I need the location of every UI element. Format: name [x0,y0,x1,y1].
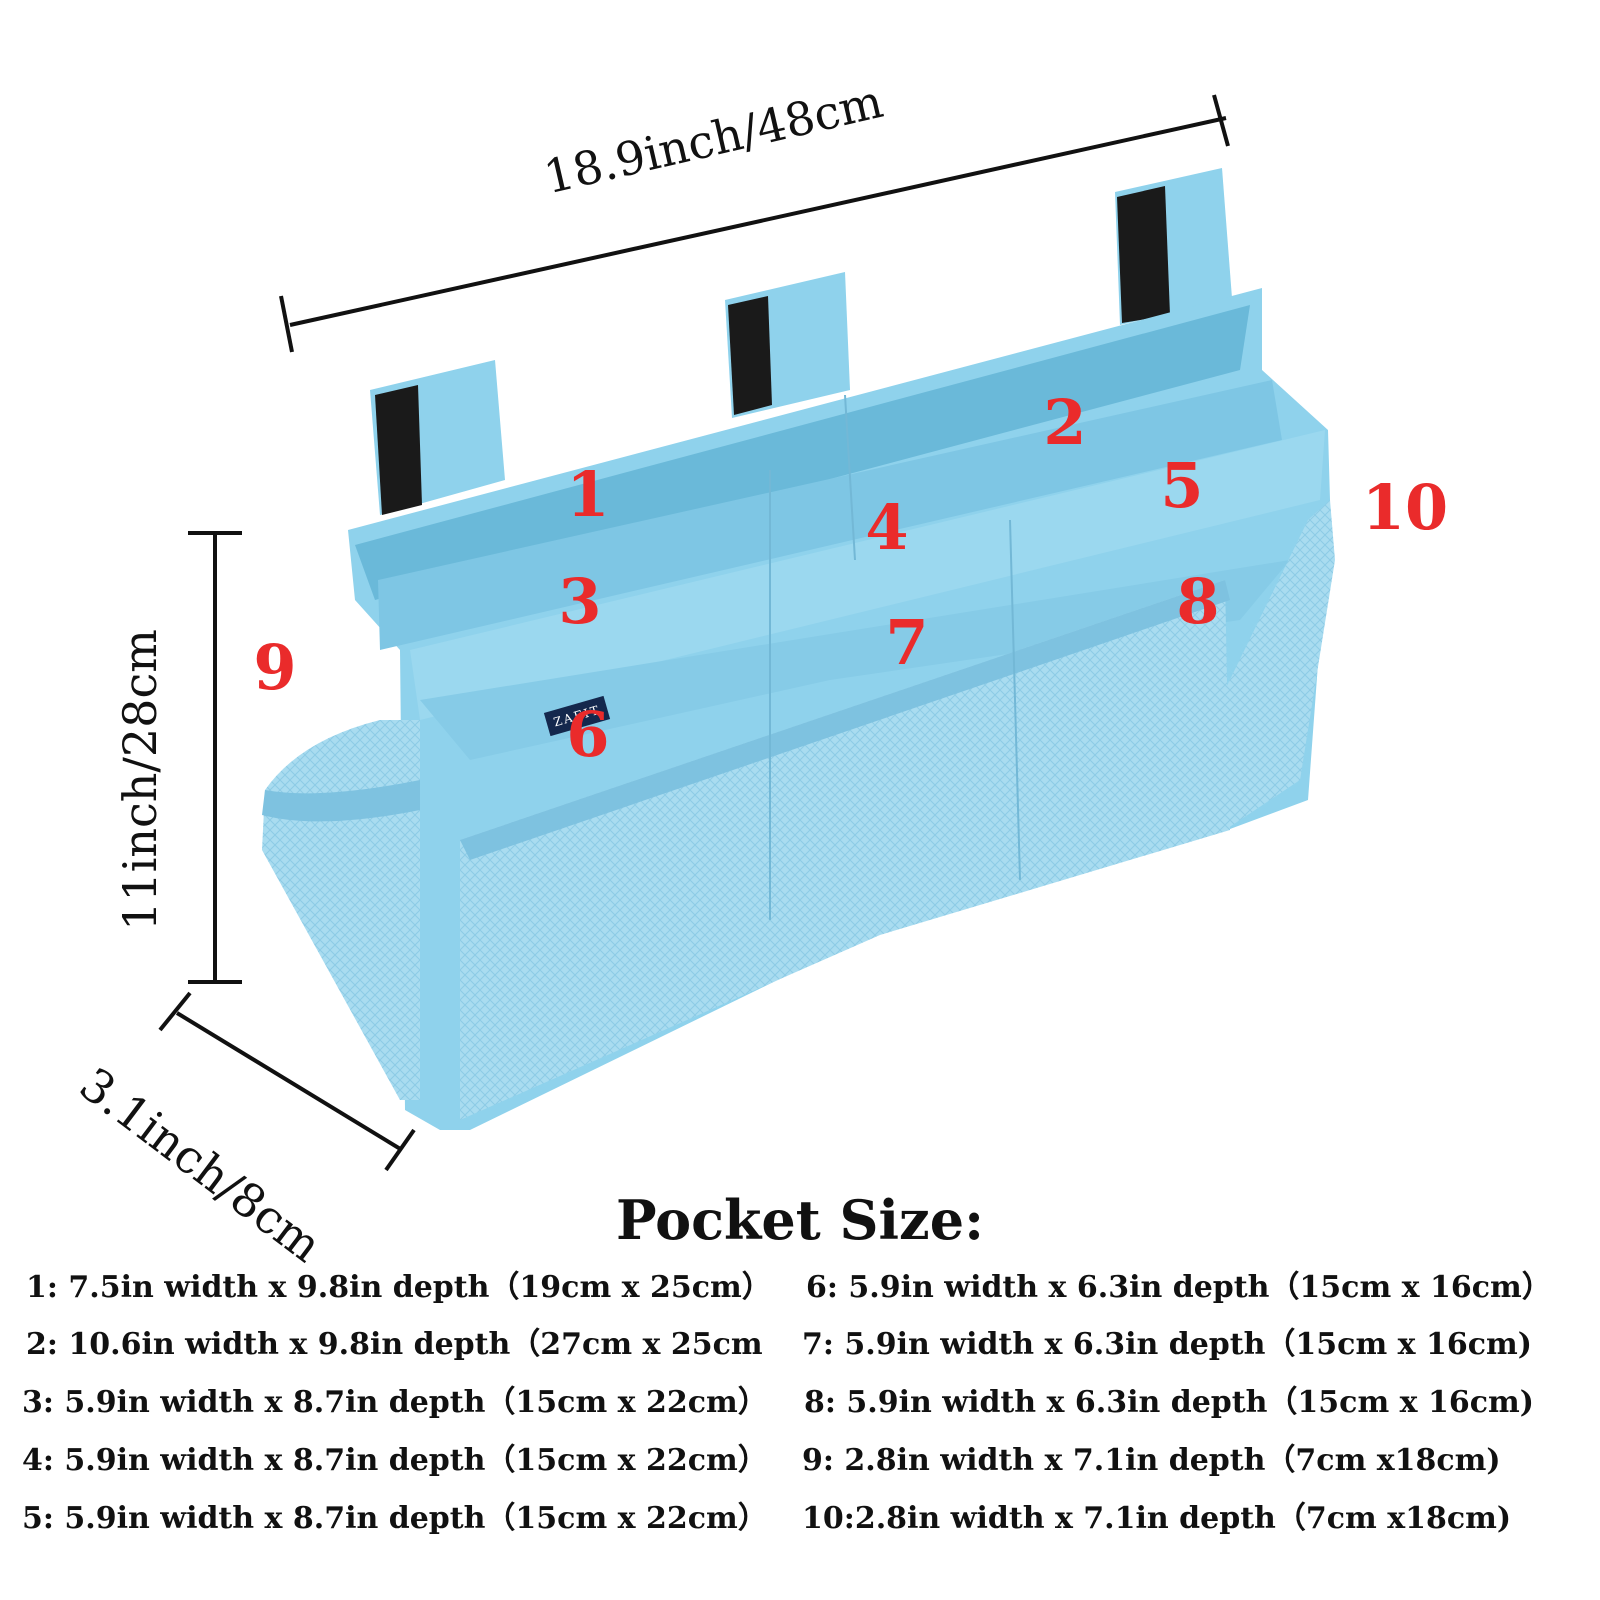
depth-dimension-line [158,991,416,1172]
pocket-number-10: 10 [1361,471,1449,544]
height-dimension-line [188,531,242,984]
pocket-number-1: 1 [566,458,610,531]
pocket-number-7: 7 [885,606,929,679]
pocket-number-9: 9 [253,631,297,704]
pocket-number-4: 4 [865,491,909,564]
pocket-spec-8: 8: 5.9in width x 6.3in depth（15cm x 16cm… [804,1385,1534,1420]
pocket-spec-1: 1: 7.5in width x 9.8in depth（19cm x 25cm… [26,1270,772,1305]
pocket-size-title: Pocket Size: [615,1188,985,1252]
hanging-straps [370,168,1232,515]
pocket-spec-3: 3: 5.9in width x 8.7in depth（15cm x 22cm… [22,1385,768,1420]
pocket-spec-4: 4: 5.9in width x 8.7in depth（15cm x 22cm… [22,1443,768,1478]
width-dimension-line [279,94,1230,353]
pocket-number-2: 2 [1043,386,1087,459]
organizer-body [262,288,1335,1130]
pocket-number-3: 3 [558,565,602,638]
pocket-spec-2: 2: 10.6in width x 9.8in depth（27cm x 25c… [26,1327,763,1362]
pocket-number-6: 6 [566,698,610,771]
pocket-spec-9: 9: 2.8in width x 7.1in depth（7cm x18cm) [802,1443,1501,1478]
pocket-spec-5: 5: 5.9in width x 8.7in depth（15cm x 22cm… [22,1501,768,1536]
height-dimension-label: 11inch/28cm [113,629,167,931]
pocket-spec-7: 7: 5.9in width x 6.3in depth（15cm x 16cm… [802,1327,1532,1362]
pocket-number-5: 5 [1160,449,1204,522]
pocket-spec-10: 10:2.8in width x 7.1in depth（7cm x18cm) [802,1501,1512,1536]
pocket-spec-6: 6: 5.9in width x 6.3in depth（15cm x 16cm… [806,1270,1552,1305]
pocket-number-8: 8 [1176,565,1220,638]
